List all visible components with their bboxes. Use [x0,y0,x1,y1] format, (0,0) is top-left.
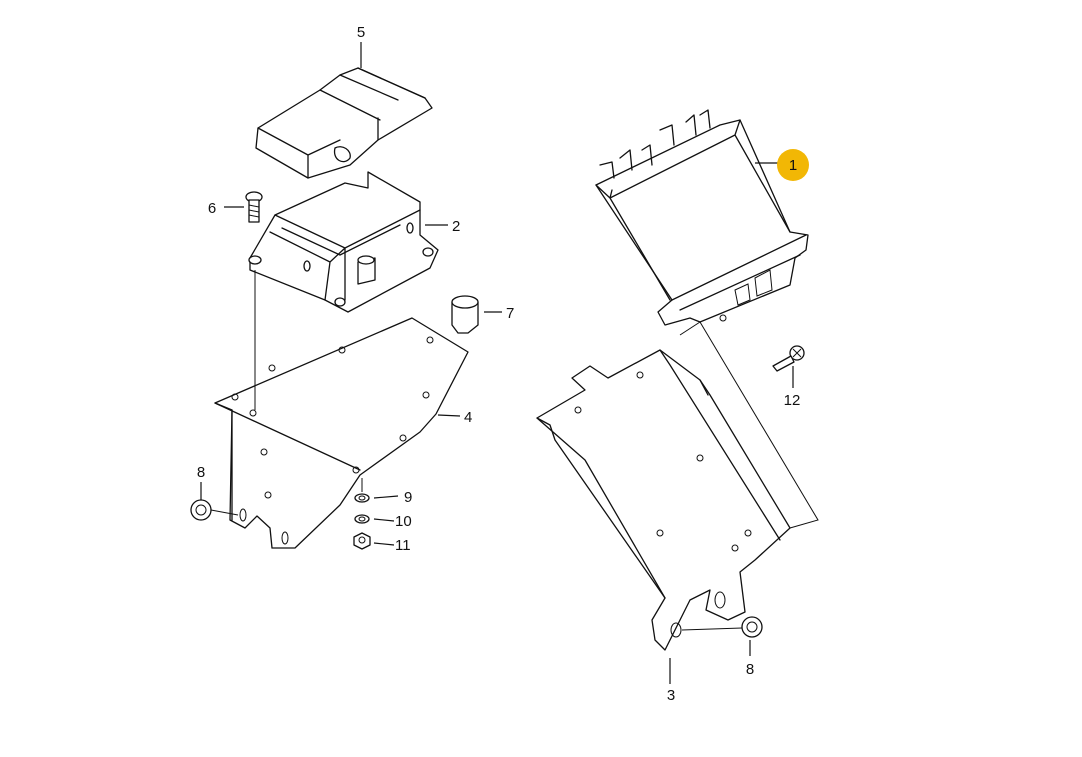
part-5-cover[interactable] [255,67,433,179]
label-part-8-left[interactable]: 8 [197,464,205,481]
part-1-control-module[interactable] [595,109,809,326]
part-10-spring-washer[interactable] [354,514,370,524]
part-12-screw[interactable] [772,345,805,372]
part-6-bolt[interactable] [245,191,263,223]
label-part-4[interactable]: 4 [464,409,472,426]
label-part-2[interactable]: 2 [452,218,460,235]
label-part-5[interactable]: 5 [357,24,365,41]
part-7-cap[interactable] [451,295,479,334]
part-8-nut-right[interactable] [681,616,763,638]
label-part-6[interactable]: 6 [208,200,216,217]
part-9-washer[interactable] [354,493,370,503]
part-11-nut[interactable] [353,532,371,550]
label-part-12[interactable]: 12 [784,392,801,409]
leader-lines [200,42,794,684]
label-part-9[interactable]: 9 [404,489,412,506]
label-part-10[interactable]: 10 [395,513,412,530]
label-part-7[interactable]: 7 [506,305,514,322]
part-1-highlight-circle [777,149,809,181]
label-part-1[interactable]: 1 [789,157,797,174]
part-4-bracket[interactable] [214,270,469,549]
part-labels: 1 2 3 4 5 6 7 8 8 9 10 11 12 [197,24,801,704]
label-part-3[interactable]: 3 [667,687,675,704]
label-part-8-right[interactable]: 8 [746,661,754,678]
part-2-housing[interactable] [248,171,439,313]
part-3-mounting-bracket[interactable] [536,349,791,651]
label-part-11[interactable]: 11 [395,537,411,554]
